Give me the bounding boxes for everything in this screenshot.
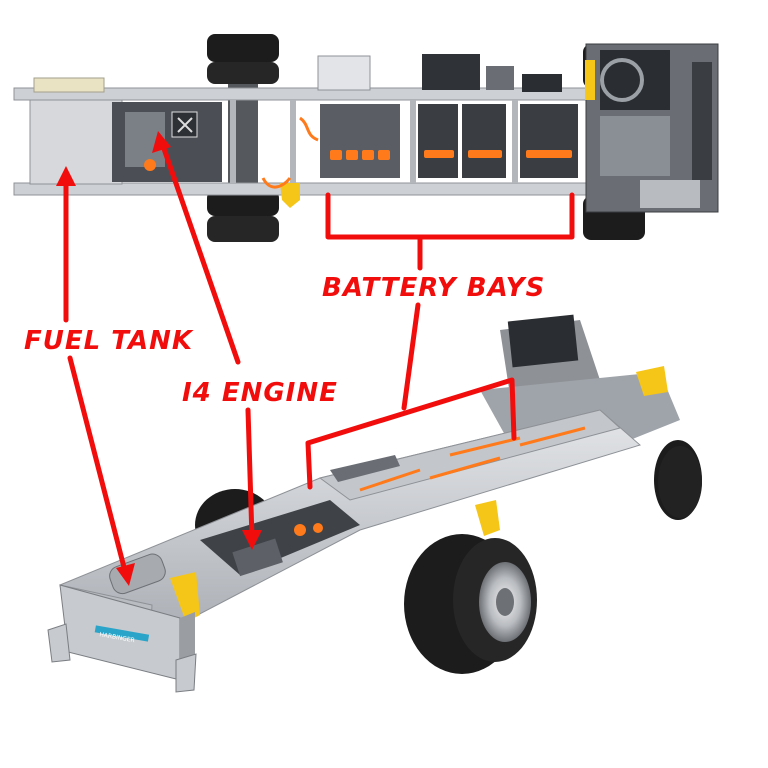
perspective-engine-bay — [200, 500, 360, 577]
chassis-perspective-view: HARBINGER — [47, 314, 702, 693]
top-cab-module — [585, 43, 719, 213]
perspective-near-rear-wheel — [404, 534, 537, 674]
battery-bays-bracket-bottom — [305, 377, 517, 490]
top-rear-wheels — [207, 34, 279, 242]
battery-bays-bracket-top — [325, 192, 575, 240]
chassis-top-view — [13, 34, 719, 242]
battery-bays-leader-bottom — [401, 302, 421, 411]
engine-arrow-down — [245, 407, 255, 541]
engine-arrow-up — [159, 140, 241, 365]
engine-label: I4 ENGINE — [182, 378, 338, 408]
top-engine-block — [112, 102, 222, 182]
engine-arrowhead-down — [242, 530, 262, 550]
engine-arrowhead-up — [152, 131, 171, 153]
fuel-tank-label: FUEL TANK — [24, 326, 193, 356]
perspective-battery-trays — [318, 409, 622, 501]
annotation-arrows — [63, 140, 575, 578]
battery-bays-label: BATTERY BAYS — [322, 273, 546, 303]
perspective-near-front-wheel — [658, 446, 702, 518]
annotation-arrowheads — [56, 131, 262, 586]
fuel-tank-arrowhead-up — [56, 166, 76, 186]
fuel-tank-arrow-down — [67, 355, 129, 578]
top-battery-panels — [299, 104, 578, 178]
fuel-tank-arrowhead-down — [116, 563, 135, 586]
